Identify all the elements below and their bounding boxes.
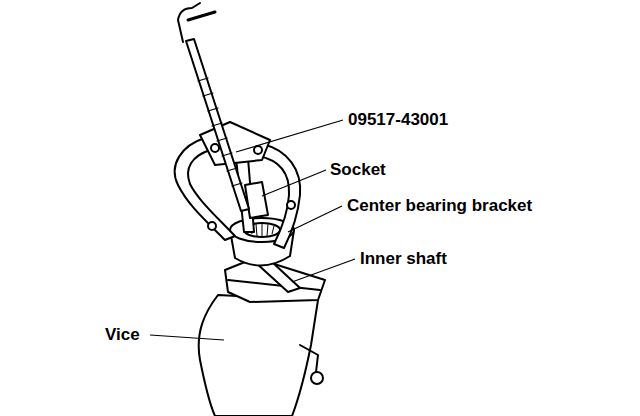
screw-threads: [198, 78, 242, 186]
vice-knob: [311, 372, 323, 384]
leader-lines: [150, 120, 355, 340]
vice-body: [199, 295, 318, 416]
part-label: Vice: [105, 325, 140, 345]
socket: [245, 182, 268, 218]
jaw-line: [228, 280, 320, 290]
part-label: Inner shaft: [360, 249, 447, 269]
vice-group: [199, 258, 325, 416]
vice-jaws: [225, 258, 325, 302]
puller-group: [175, 3, 300, 248]
leader-line: [150, 335, 224, 340]
leader-line: [292, 259, 355, 282]
part-label: Center bearing bracket: [347, 196, 532, 216]
leader-line: [236, 120, 343, 152]
screw-head: [178, 3, 200, 42]
bolt: [211, 144, 219, 152]
bolt: [287, 201, 295, 209]
vice-screw: [300, 345, 318, 372]
leader-line: [262, 170, 326, 196]
puller-yoke: [200, 122, 270, 165]
part-label: Socket: [330, 160, 386, 180]
bolt: [208, 222, 216, 230]
tommy-bar: [188, 12, 215, 20]
puller-screw: [186, 39, 249, 211]
leader-line: [288, 206, 342, 232]
bolt: [254, 146, 262, 154]
part-label: 09517-43001: [348, 110, 448, 130]
